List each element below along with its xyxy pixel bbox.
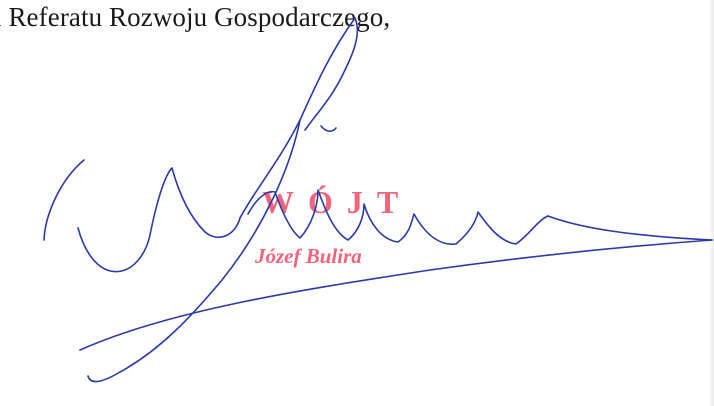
signature-stroke (77, 167, 241, 273)
body-text-line: i Referatu Rozwoju Gospodarczego, (0, 2, 391, 32)
page-edge-shadow (709, 0, 714, 406)
signature-stroke (239, 17, 359, 219)
signature-stroke (79, 239, 713, 351)
stamp-name: Józef Bulira (255, 244, 362, 268)
signature-stroke (43, 159, 85, 241)
signature-stroke (247, 189, 549, 245)
signature-stroke (547, 215, 713, 241)
stamp-title: WÓJT (262, 184, 413, 220)
signature-stroke (320, 125, 337, 132)
signature-stroke (87, 119, 301, 383)
